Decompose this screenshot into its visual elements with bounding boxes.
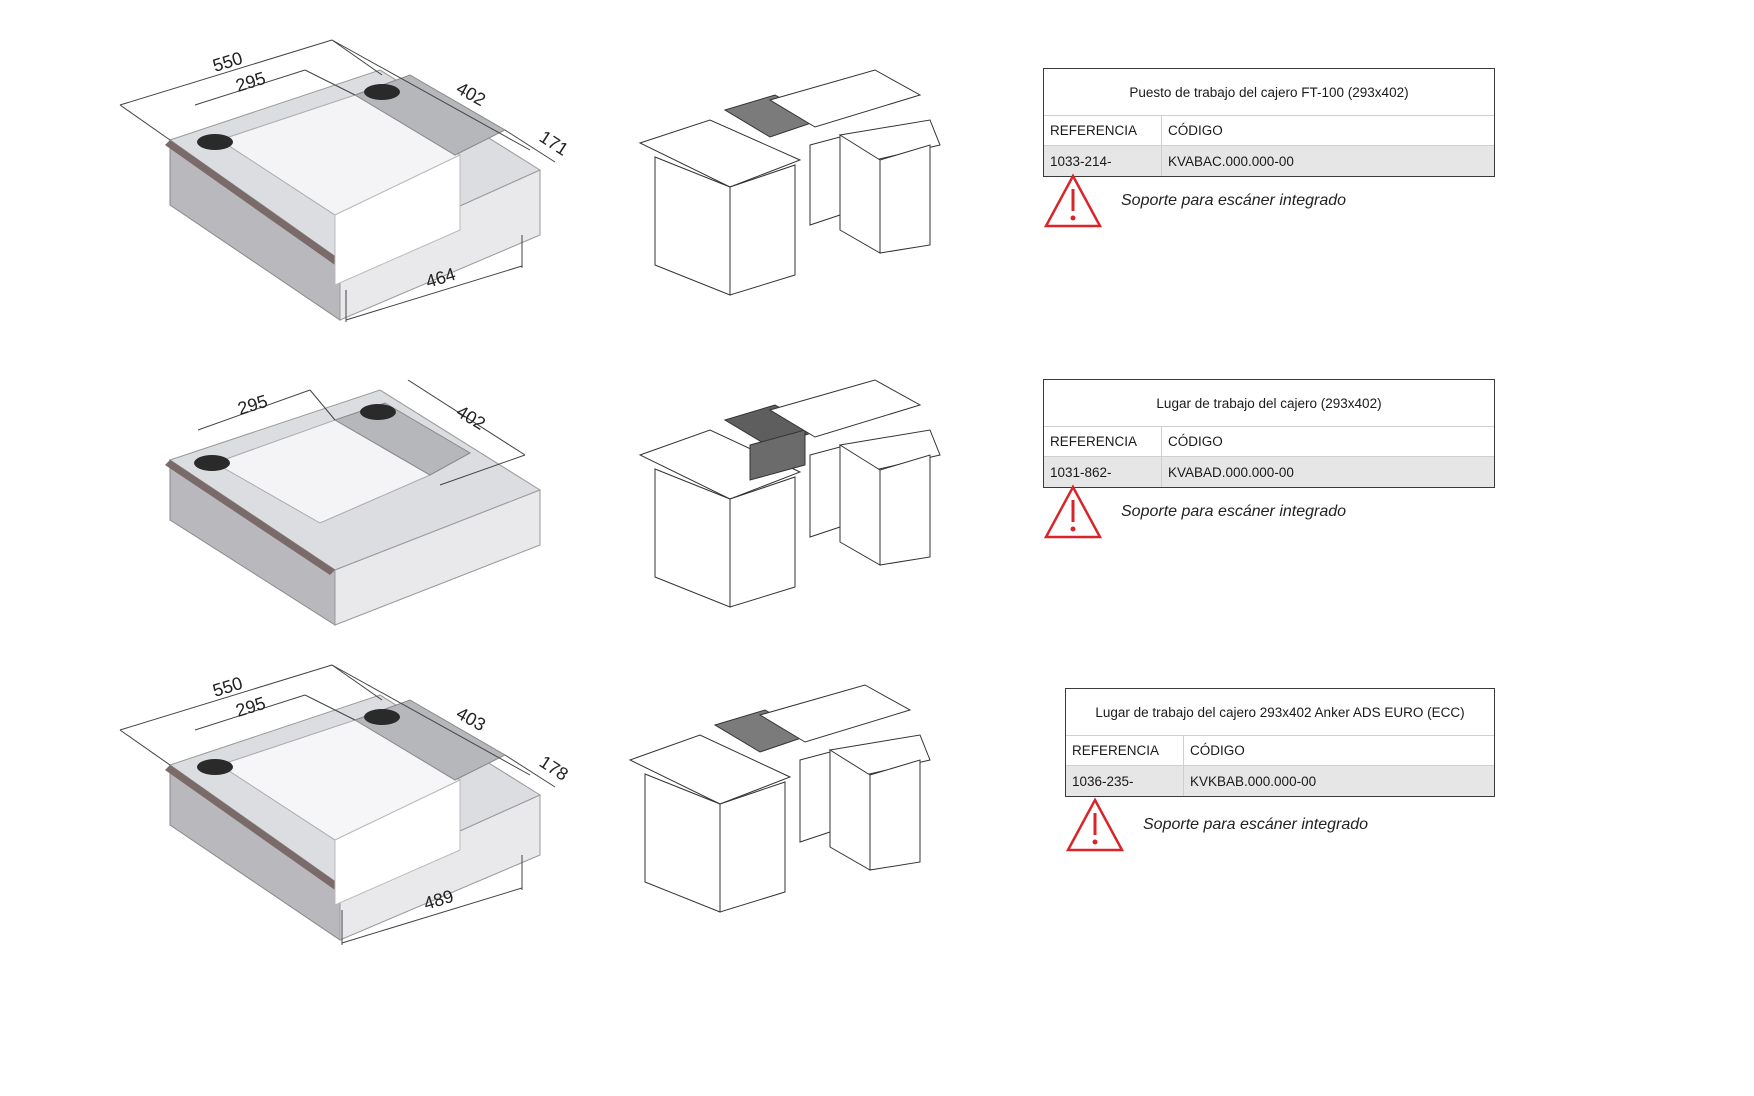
- code-value: KVABAC.000.000-00: [1162, 146, 1494, 176]
- spec-title: Lugar de trabajo del cajero 293x402 Anke…: [1066, 689, 1494, 736]
- column-header-code: CÓDIGO: [1162, 116, 1494, 146]
- dim-550: 550: [210, 673, 245, 701]
- warning-triangle-icon: [1043, 173, 1103, 228]
- dim-295: 295: [233, 693, 268, 721]
- product-row-3: 550 295 403 178 489 Lugar de trabajo del…: [0, 650, 1754, 1010]
- scanner-housing-drawing: 550 295 402 171 464: [119, 39, 572, 322]
- spec-title: Puesto de trabajo del cajero FT-100 (293…: [1044, 69, 1494, 116]
- reference-value: 1036-235-: [1066, 766, 1184, 796]
- warning-note-text: Soporte para escáner integrado: [1121, 503, 1347, 520]
- cable-hole-icon: [360, 404, 396, 420]
- warning-note-text: Soporte para escáner integrado: [1121, 192, 1347, 209]
- code-value: KVKBAB.000.000-00: [1184, 766, 1494, 796]
- column-header-reference: REFERENCIA: [1066, 736, 1184, 766]
- cable-hole-icon: [197, 759, 233, 775]
- cable-hole-icon: [197, 134, 233, 150]
- product-row-1: 550 295 402 171 464 Puesto de trabajo de…: [0, 0, 1754, 360]
- checkout-counter-drawing: [628, 684, 931, 913]
- dim-295: 295: [233, 68, 268, 96]
- dim-171: 171: [536, 127, 572, 160]
- reference-value: 1031-862-: [1044, 457, 1162, 487]
- dim-178: 178: [536, 752, 572, 785]
- product-spec-table: Puesto de trabajo del cajero FT-100 (293…: [1043, 68, 1495, 177]
- column-header-reference: REFERENCIA: [1044, 116, 1162, 146]
- spec-title: Lugar de trabajo del cajero (293x402): [1044, 380, 1494, 427]
- column-header-reference: REFERENCIA: [1044, 427, 1162, 457]
- dim-550: 550: [210, 48, 245, 76]
- product-spec-table: Lugar de trabajo del cajero 293x402 Anke…: [1065, 688, 1495, 797]
- warning-note: Soporte para escáner integrado: [1065, 797, 1368, 853]
- cable-hole-icon: [194, 455, 230, 471]
- cable-hole-icon: [364, 84, 400, 100]
- dim-295: 295: [235, 391, 270, 419]
- product-spec-table: Lugar de trabajo del cajero (293x402) RE…: [1043, 379, 1495, 488]
- column-header-code: CÓDIGO: [1184, 736, 1494, 766]
- warning-note-text: Soporte para escáner integrado: [1143, 816, 1369, 833]
- warning-triangle-icon: [1065, 797, 1125, 852]
- column-header-code: CÓDIGO: [1162, 427, 1494, 457]
- scanner-housing-drawing: 295 402: [165, 379, 542, 626]
- cable-hole-icon: [364, 709, 400, 725]
- checkout-counter-drawing: [638, 379, 941, 608]
- warning-note: Soporte para escáner integrado: [1043, 173, 1346, 229]
- product-row-2: 295 402 Lugar de trabajo del cajero (293…: [0, 360, 1754, 720]
- code-value: KVABAD.000.000-00: [1162, 457, 1494, 487]
- warning-triangle-icon: [1043, 484, 1103, 539]
- warning-note: Soporte para escáner integrado: [1043, 484, 1346, 540]
- reference-value: 1033-214-: [1044, 146, 1162, 176]
- scanner-housing-drawing: 550 295 403 178 489: [119, 664, 572, 945]
- checkout-counter-drawing: [638, 69, 941, 296]
